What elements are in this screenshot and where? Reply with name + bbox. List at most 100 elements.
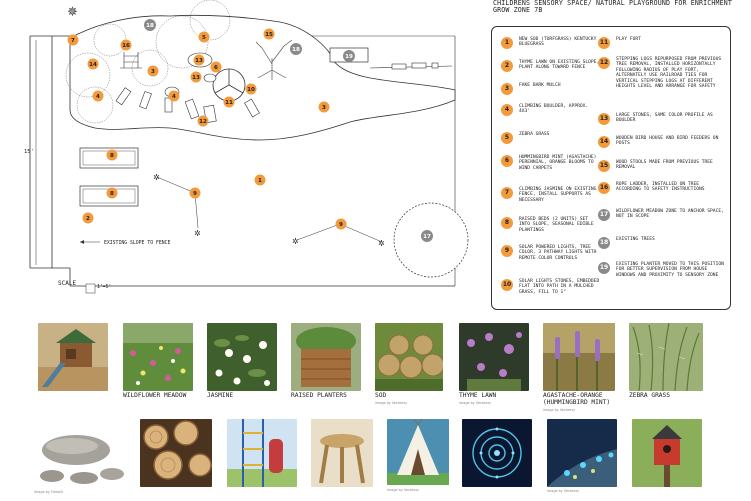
legend-text: Existing planter moved to this position … — [616, 262, 724, 278]
light-star-icon: ✲ ✲ ✲ ✲ — [153, 173, 385, 248]
photo-logs — [140, 419, 212, 487]
marker-3a: 3 — [147, 65, 159, 77]
svg-text:6: 6 — [214, 65, 218, 71]
svg-text:5: 5 — [202, 35, 206, 41]
svg-text:4: 4 — [172, 94, 176, 100]
legend-number-badge: 4 — [501, 104, 513, 116]
legend-number-badge: 10 — [501, 279, 513, 291]
caption-wildflower-meadow: Wildflower meadow — [123, 392, 187, 399]
photo-zebra-grass — [629, 323, 703, 391]
photo-rope-ladder — [227, 419, 297, 487]
mulch-zone — [69, 14, 456, 141]
credit-thyme-lawn: image by Vecteezy — [459, 401, 492, 405]
legend-item-6: 6Hummingbird mint (Agastache) perennial,… — [501, 155, 601, 171]
svg-text:18: 18 — [146, 23, 154, 29]
svg-text:9: 9 — [339, 222, 343, 228]
marker-13a: 13 — [193, 54, 205, 66]
svg-text:10: 10 — [247, 87, 255, 93]
marker-4a: 4 — [92, 90, 104, 102]
legend-number-badge: 6 — [501, 155, 513, 167]
svg-text:8: 8 — [110, 191, 114, 197]
existing-tree-icon — [255, 39, 293, 80]
marker-7: 7 — [67, 34, 79, 46]
legend-text: Rope ladder, installed on tree according… — [616, 182, 705, 193]
svg-text:✲: ✲ — [378, 239, 385, 248]
svg-text:✲: ✲ — [153, 173, 160, 182]
legend-number-badge: 13 — [598, 113, 610, 125]
marker-9b: 9 — [335, 218, 347, 230]
legend-number-badge: 19 — [598, 262, 610, 274]
legend-text: Wildflower meadow zone to anchor space, … — [616, 209, 724, 220]
marker-11: 11 — [223, 96, 235, 108]
svg-text:13: 13 — [195, 58, 203, 64]
legend-item-13: 13 Large stones, same color profile as bo… — [598, 113, 726, 125]
photo-stool — [311, 419, 373, 487]
compass-icon: ✵ — [67, 5, 78, 20]
caption-raised-planters: Raised planters — [291, 392, 347, 399]
legend-panel: 1New sod (turfgrass) Kentucky bluegrass2… — [491, 26, 731, 310]
marker-17: 17 — [421, 230, 433, 242]
legend-text: Wooden bird house and bird feeders on po… — [616, 136, 719, 147]
legend-item-3: 3Fake bark mulch — [501, 83, 601, 95]
legend-text: Solar lights stones, embedded flat into … — [519, 279, 600, 295]
caption-zebra-grass: Zebra grass — [629, 392, 670, 399]
marker-13b: 13 — [190, 71, 202, 83]
site-plan: 15' — [24, 0, 469, 294]
legend-text: Existing trees — [616, 237, 655, 242]
legend-item-14: 14Wooden bird house and bird feeders on … — [598, 136, 726, 148]
legend-text: Stepping logs repurposed from previous t… — [616, 57, 722, 90]
legend-item-7: 7Climbing Jasmine on existing fence, ins… — [501, 187, 601, 203]
legend-item-9: 9 Solar powered lights, tree color, 3 pat… — [501, 245, 601, 261]
marker-19: 19 — [343, 50, 355, 62]
legend-item-12: 12 Stepping logs repurposed from previous… — [598, 57, 726, 89]
marker-16: 16 — [120, 39, 132, 51]
marker-15: 15 — [263, 28, 275, 40]
photo-birdhouse — [632, 419, 702, 487]
photo-teepee — [387, 419, 449, 485]
marker-8b: 8 — [106, 187, 118, 199]
photo-stones — [32, 428, 128, 488]
legend-text: Solar powered lights, tree color, 3 path… — [519, 245, 597, 261]
svg-text:19: 19 — [345, 54, 353, 60]
marker-18b: 18 — [290, 43, 302, 55]
photo-agastache — [543, 323, 615, 391]
legend-item-4: 4Climbing boulder, approx. 4x3' — [501, 104, 601, 116]
marker-12: 12 — [197, 115, 209, 127]
legend-number-badge: 8 — [501, 217, 513, 229]
svg-text:✲: ✲ — [194, 229, 201, 238]
legend-item-2: 2Thyme lawn on existing slope, plant alo… — [501, 60, 601, 72]
caption-thyme-lawn: Thyme lawn — [459, 392, 497, 399]
credit-path-lights: image by Vecteezy — [547, 489, 580, 493]
legend-number-badge: 11 — [598, 37, 610, 49]
legend-number-badge: 9 — [501, 245, 513, 257]
marker-9a: 9 — [189, 187, 201, 199]
svg-text:14: 14 — [89, 62, 97, 68]
legend-item-5: 5Zebra grass — [501, 132, 601, 144]
scale-label: Scale — [58, 280, 76, 287]
marker-5: 5 — [198, 31, 210, 43]
svg-text:3: 3 — [151, 69, 155, 75]
svg-text:✲: ✲ — [292, 237, 299, 246]
credit-teepee: image by Vecteezy — [387, 488, 420, 492]
legend-text: Large stones, same color profile as boul… — [616, 113, 713, 124]
marker-6: 6 — [210, 61, 222, 73]
legend-number-badge: 5 — [501, 132, 513, 144]
legend-item-17: 17Wildflower meadow zone to anchor space… — [598, 209, 726, 221]
marker-3b: 3 — [318, 101, 330, 113]
legend-number-badge: 12 — [598, 57, 610, 69]
legend-item-15: 15Wood stools made from previous tree re… — [598, 160, 726, 172]
legend-item-8: 8Raised beds (2 units) set into slope, s… — [501, 217, 601, 233]
rope-ladder-icon — [120, 52, 142, 69]
svg-text:16: 16 — [122, 43, 130, 49]
marker-14: 14 — [87, 58, 99, 70]
legend-number-badge: 3 — [501, 83, 513, 95]
photo-path-lights — [547, 419, 617, 487]
legend-item-19: 19 Existing planter moved to this positio… — [598, 262, 726, 278]
caption-jasmine: Jasmine — [207, 392, 234, 399]
marker-18a: 18 — [144, 19, 156, 31]
svg-text:11: 11 — [225, 100, 233, 106]
svg-text:13: 13 — [192, 75, 200, 81]
svg-text:9: 9 — [193, 191, 197, 197]
legend-item-16: 16Rope ladder, installed on tree accordi… — [598, 182, 726, 194]
legend-text: Wood stools made from previous tree remo… — [616, 160, 713, 171]
